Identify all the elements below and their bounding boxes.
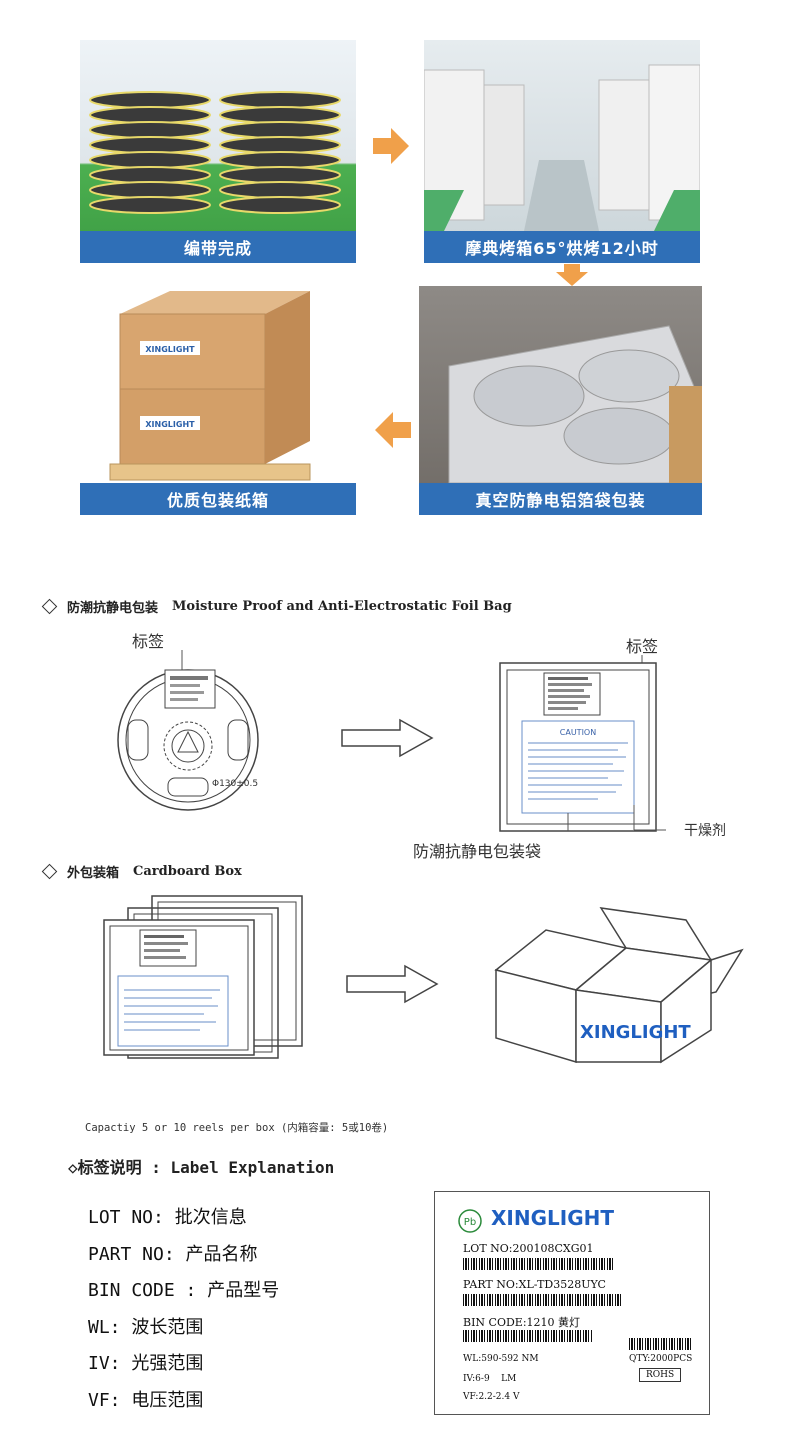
label-lot: LOT NO:200108CXG01 xyxy=(463,1242,594,1255)
caption-step2: 摩典烤箱65°烘烤12小时 xyxy=(424,231,700,263)
section-box-title: 外包装箱 Cardboard Box xyxy=(41,862,242,881)
sample-label-card: Pb XINGLIGHT LOT NO:200108CXG01 PART NO:… xyxy=(434,1191,710,1415)
photo-vacuum-bags: 真空防静电铝箔袋包装 xyxy=(419,286,702,515)
photo-reels: 编带完成 xyxy=(80,40,356,263)
label-brand: XINGLIGHT xyxy=(491,1206,614,1230)
arrow-outline-icon xyxy=(346,964,439,1004)
box-brand-text: XINGLIGHT xyxy=(145,345,195,354)
diamond-icon xyxy=(41,863,58,880)
label-wl: WL:590-592 NM xyxy=(463,1354,539,1364)
reel-stack-illustration xyxy=(89,91,341,214)
barcode-part xyxy=(463,1294,621,1306)
label-iv: IV:6-9 LM xyxy=(463,1374,517,1384)
barcode-qty xyxy=(629,1338,691,1350)
label-item-vf: VF: 电压范围 xyxy=(88,1389,204,1411)
caption-step4: 优质包装纸箱 xyxy=(80,483,356,515)
foil-bag-diagram: CAUTION xyxy=(499,655,666,832)
boxes-illustration: XINGLIGHT XINGLIGHT xyxy=(109,291,311,481)
label-item-lot: LOT NO: 批次信息 xyxy=(88,1207,247,1228)
oven-illustration xyxy=(424,64,700,231)
reel-diagram: Φ130±0.5 xyxy=(117,650,259,811)
barcode-bin xyxy=(463,1330,593,1342)
label-qty: QTY:2000PCS xyxy=(629,1354,693,1364)
label-vf: VF:2.2-2.4 V xyxy=(463,1392,520,1402)
svg-text:XINGLIGHT: XINGLIGHT xyxy=(145,420,195,429)
capacity-text: Capactiy 5 or 10 reels per box (内箱容量: 5或… xyxy=(85,1122,389,1134)
arrow-right-icon xyxy=(373,128,409,164)
arrow-down-icon xyxy=(556,264,588,286)
section-foil-title: 防潮抗静电包装 Moisture Proof and Anti-Electros… xyxy=(41,597,512,616)
box-brand-logo: XINGLIGHT xyxy=(580,1022,691,1043)
label-item-part: PART NO: 产品名称 xyxy=(88,1243,258,1265)
label-item-bin: BIN CODE : 产品型号 xyxy=(88,1280,280,1301)
label-part: PART NO:XL-TD3528UYC xyxy=(463,1278,606,1291)
label-bin: BIN CODE:1210 黄灯 xyxy=(463,1316,581,1329)
photo-cardboard-boxes: XINGLIGHT XINGLIGHT 优质包装纸箱 xyxy=(80,286,356,515)
pb-free-icon: Pb xyxy=(458,1209,482,1233)
label-tag-right: 标签 xyxy=(626,637,659,656)
caution-text: CAUTION xyxy=(560,728,596,737)
label-explanation-title: ◇标签说明 : Label Explanation xyxy=(68,1158,335,1177)
stacked-bags-diagram xyxy=(103,895,303,1059)
label-item-wl: WL: 波长范围 xyxy=(88,1316,204,1338)
bag-label: 防潮抗静电包装袋 xyxy=(413,842,542,861)
arrow-left-icon xyxy=(375,412,411,448)
desiccant-label: 干燥剂 xyxy=(684,823,726,839)
barcode-lot xyxy=(463,1258,613,1270)
foil-bags-illustration xyxy=(448,325,702,483)
label-rohs: ROHS xyxy=(639,1368,682,1382)
label-item-iv: IV: 光强范围 xyxy=(88,1353,204,1374)
arrow-outline-icon xyxy=(341,718,434,758)
reel-diameter-text: Φ130±0.5 xyxy=(212,779,258,789)
caption-step3: 真空防静电铝箔袋包装 xyxy=(419,483,702,515)
caption-step1: 编带完成 xyxy=(80,231,356,263)
photo-oven-room: 摩典烤箱65°烘烤12小时 xyxy=(424,40,700,263)
diamond-icon xyxy=(41,598,58,615)
svg-text:Pb: Pb xyxy=(464,1217,476,1228)
label-explanation-list: LOT NO: 批次信息 PART NO: 产品名称 BIN CODE : 产品… xyxy=(88,1200,279,1419)
label-tag-left: 标签 xyxy=(132,632,165,651)
open-box-diagram: XINGLIGHT xyxy=(494,907,744,1064)
